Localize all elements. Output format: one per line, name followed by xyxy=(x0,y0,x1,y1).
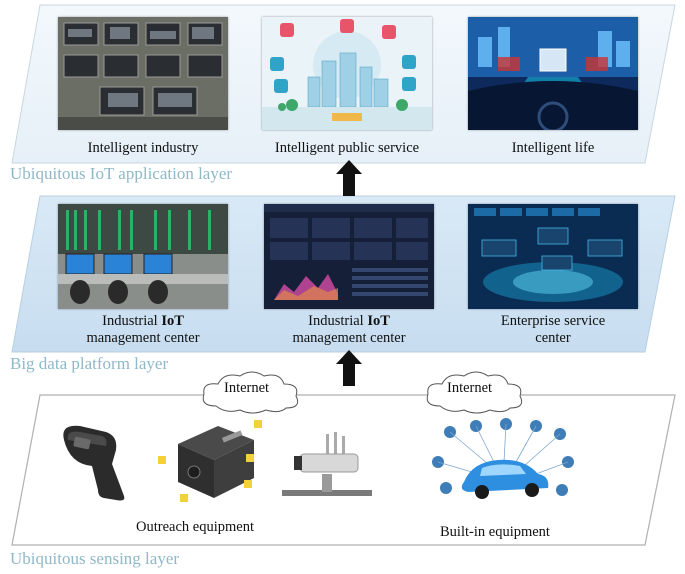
internet-label-2: Internet xyxy=(447,380,493,396)
cctv-camera-icon xyxy=(282,432,372,496)
intelligent-industry-caption: Intelligent industry xyxy=(87,140,199,156)
intelligent-public-service-caption: Intelligent public service xyxy=(274,140,420,156)
industrial-iot-center-image-1 xyxy=(58,204,228,309)
sensing-layer-label: Ubiquitous sensing layer xyxy=(10,549,180,568)
intelligent-public-service-image xyxy=(262,17,432,130)
arrow-up-icon xyxy=(336,160,362,196)
enterprise-service-center-caption: Enterprise service center xyxy=(500,313,606,346)
outreach-equipment-caption: Outreach equipment xyxy=(136,519,254,535)
intelligent-life-image xyxy=(468,17,638,130)
industrial-iot-center-caption-2: Industrial IoT management center xyxy=(292,313,406,346)
internet-label-1: Internet xyxy=(224,380,270,396)
intelligent-life-caption: Intelligent life xyxy=(511,140,595,156)
application-layer-label: Ubiquitous IoT application layer xyxy=(10,164,233,183)
industrial-iot-center-caption-1: Industrial IoT management center xyxy=(86,313,200,346)
enterprise-service-center-image xyxy=(468,204,638,309)
industrial-iot-center-image-2 xyxy=(264,204,434,309)
cloud-icon xyxy=(202,371,299,414)
connected-car-icon xyxy=(432,418,574,499)
sensor-box-icon xyxy=(158,420,262,502)
platform-layer-label: Big data platform layer xyxy=(10,354,169,373)
intelligent-industry-image xyxy=(58,17,228,130)
cloud-icon xyxy=(426,371,523,414)
arrow-up-icon xyxy=(336,350,362,386)
barcode-scanner-icon xyxy=(63,425,125,501)
built-in-equipment-caption: Built-in equipment xyxy=(440,524,550,540)
